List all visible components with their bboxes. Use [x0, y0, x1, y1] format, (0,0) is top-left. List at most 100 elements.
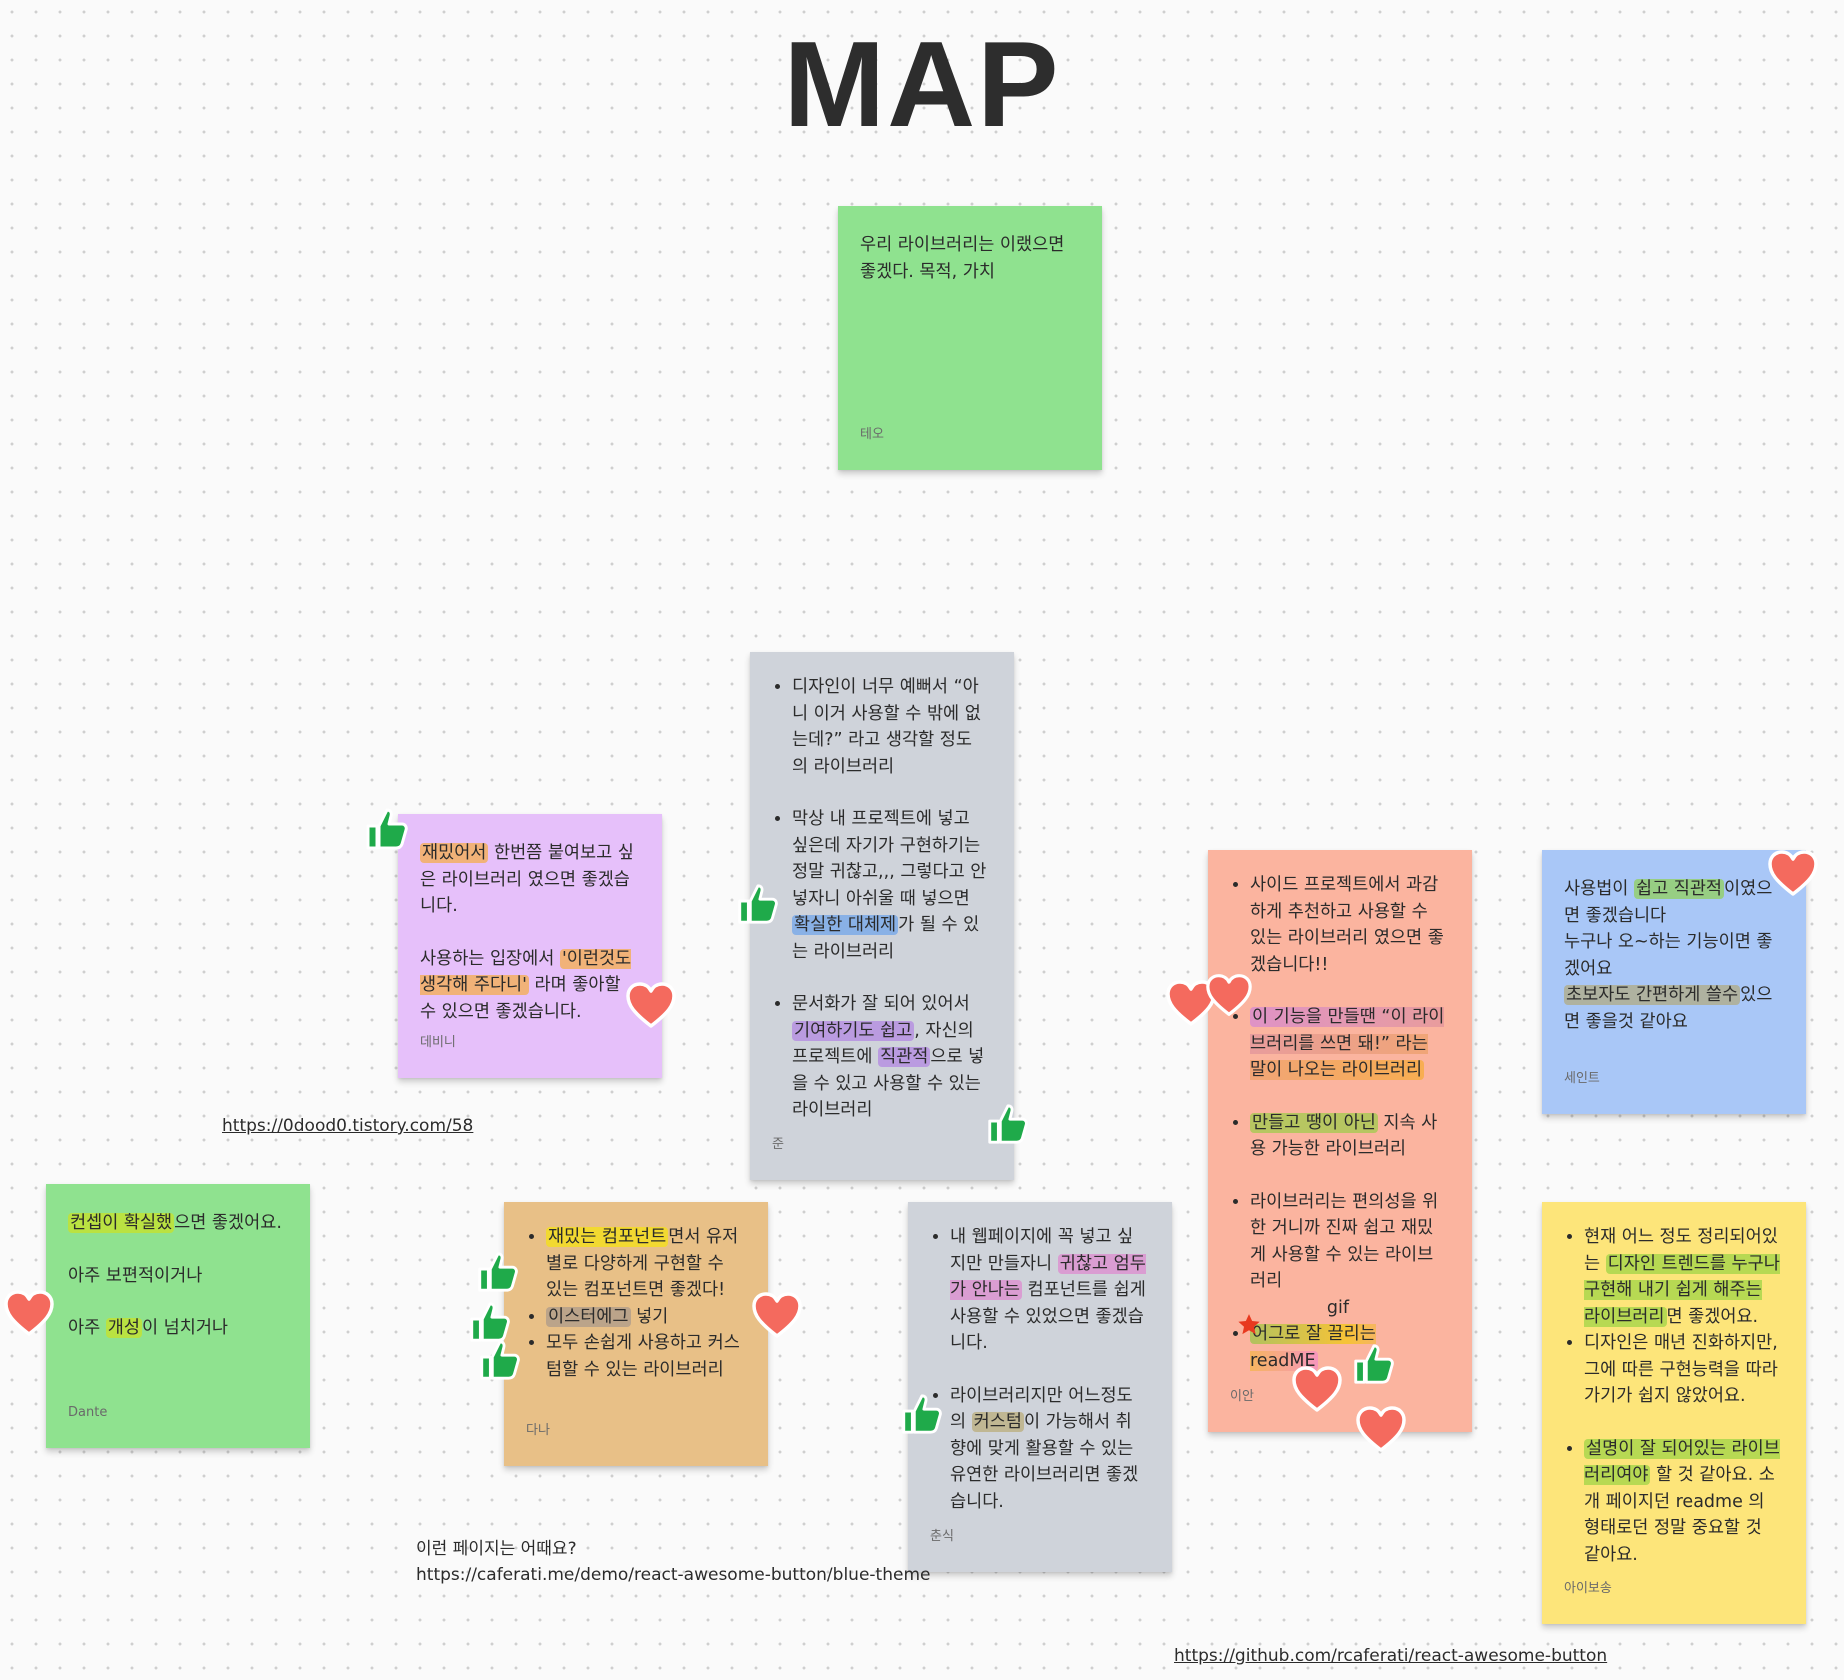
note-text: 으로 넣을 수 있고 사용할 수 있는 라이브러리: [792, 1047, 985, 1120]
note-text: 면서 유저별로 다양하게 구현할 수 있는 컴포넌트면 좋겠다!: [546, 1227, 739, 1300]
note-text: 사용하는 입장에서: [420, 948, 560, 969]
note-text: 할 것 같아요. 소개 페이지던 readme 의 형태로던 정말 중요할 것 …: [1584, 1465, 1775, 1565]
gif-label: gif: [1326, 1297, 1350, 1318]
note-text: 면 좋겠어요.: [1666, 1306, 1759, 1327]
note-text: 한번쯤 붙여보고 싶은 라이브러리 였으면 좋겠습니다.: [420, 843, 634, 916]
highlight: 재밌어서: [420, 843, 489, 863]
highlight: 이스터에그: [546, 1306, 631, 1327]
note-text: 막상 내 프로젝트에 넣고 싶은데 자기가 구현하기는 정말 귀찮고,,, 그렇…: [792, 809, 987, 909]
heart-icon: [624, 980, 678, 1030]
sticky-note-aibosong[interactable]: 현재 어느 정도 정리되어있는 디자인 트렌드를 누구나 구현해 내기 쉽게 해…: [1542, 1202, 1806, 1624]
thumbs-up-icon: [898, 1390, 944, 1436]
sticky-note-jun[interactable]: 디자인이 너무 예뻐서 “아니 이거 사용할 수 밖에 없는데?” 라고 생각할…: [750, 652, 1014, 1180]
note-text: 사용법이: [1564, 879, 1634, 899]
note-text: 라이브러리지만 어느정도의: [950, 1385, 1133, 1433]
thumbs-up-icon: [466, 1298, 512, 1344]
note-text: 있으면 좋을것 같아요: [1564, 985, 1773, 1032]
list-item: 디자인이 너무 예뻐서 “아니 이거 사용할 수 밖에 없는데?” 라고 생각할…: [792, 674, 988, 780]
sticky-note-teo[interactable]: 우리 라이브러리는 이랬으면 좋겠다. 목적, 가치 테오: [838, 206, 1102, 470]
thumbs-up-icon: [362, 804, 410, 852]
list-item: 만들고 땡이 아닌 지속 사용 가능한 라이브러리: [1250, 1110, 1446, 1163]
list-item: 내 웹페이지에 꼭 넣고 싶지만 만들자니 귀찮고 엄두가 안나는 컴포넌트를 …: [950, 1224, 1146, 1357]
github-link[interactable]: https://github.com/rcaferati/react-aweso…: [1174, 1646, 1608, 1666]
note-list: 내 웹페이지에 꼭 넣고 싶지만 만들자니 귀찮고 엄두가 안나는 컴포넌트를 …: [930, 1224, 1146, 1515]
note-text: 으면 좋겠어요.: [174, 1213, 282, 1233]
sticky-note-chunsik[interactable]: 내 웹페이지에 꼭 넣고 싶지만 만들자니 귀찮고 엄두가 안나는 컴포넌트를 …: [908, 1202, 1172, 1572]
note-author: 다나: [526, 1422, 550, 1438]
sticky-note-ian[interactable]: 사이드 프로젝트에서 과감하게 추천하고 사용할 수 있는 라이브러리 였으면 …: [1208, 850, 1472, 1432]
note-author: 세인트: [1564, 1070, 1600, 1086]
heart-icon: [1204, 972, 1254, 1018]
caferati-question: 이런 페이지는 어때요?: [416, 1539, 577, 1559]
list-item: 디자인은 매년 진화하지만, 그에 따른 구현능력을 따라가기가 쉽지 않았어요…: [1584, 1330, 1780, 1410]
highlight: 초보자도 간편하게 쓸수: [1564, 985, 1741, 1005]
list-item: 모두 손쉽게 사용하고 커스텀할 수 있는 라이브러리: [546, 1330, 742, 1383]
note-author: Dante: [68, 1404, 108, 1420]
note-text: 이 가능해서 취향에 맞게 활용할 수 있는 유연한 라이브러리면 좋겠습니다.: [950, 1412, 1139, 1512]
list-item: 사이드 프로젝트에서 과감하게 추천하고 사용할 수 있는 라이브러리 였으면 …: [1250, 872, 1446, 978]
note-text: 가 될 수 있는 라이브러리: [792, 915, 980, 962]
list-item: 현재 어느 정도 정리되어있는 디자인 트렌드를 누구나 구현해 내기 쉽게 해…: [1584, 1224, 1780, 1330]
list-item: 이스터에그 넣기: [546, 1304, 742, 1331]
list-item: 설명이 잘 되어있는 라이브러리여야 할 것 같아요. 소개 페이지던 read…: [1584, 1436, 1780, 1569]
highlight: 컨셉이 확실했: [68, 1213, 175, 1233]
note-text: , 자신의 프로젝트에: [792, 1020, 974, 1068]
highlight: 확실한 대체제: [792, 915, 899, 935]
highlight: 만들고 땡이 아닌: [1250, 1112, 1378, 1133]
highlight: 이 기능을 만들땐 “이 라이브러리를 쓰면 돼!” 라는 말이 나오는 라이브…: [1250, 1007, 1445, 1080]
note-author: 춘식: [930, 1528, 954, 1544]
note-text: 내 웹페이지에 꼭 넣고 싶지만 만들자니: [950, 1227, 1134, 1274]
note-paragraph: 재밌어서 한번쯤 붙여보고 싶은 라이브러리 였으면 좋겠습니다.: [420, 840, 636, 920]
board-title: MAP: [783, 16, 1061, 152]
note-text: 넣기: [630, 1306, 669, 1327]
list-item: 막상 내 프로젝트에 넣고 싶은데 자기가 구현하기는 정말 귀찮고,,, 그렇…: [792, 806, 988, 965]
thumbs-up-icon: [1350, 1340, 1396, 1386]
heart-icon: [1766, 848, 1820, 898]
note-text: 라며 좋아할 수 있으면 좋겠습니다.: [420, 975, 621, 1022]
thumbs-up-icon: [476, 1336, 522, 1382]
note-list: 디자인이 너무 예뻐서 “아니 이거 사용할 수 밖에 없는데?” 라고 생각할…: [772, 674, 988, 1124]
highlight: 기여하기도 쉽고: [792, 1020, 915, 1041]
list-item: 라이브러리는 편의성을 위한 거니까 진짜 쉽고 재밌게 사용할 수 있는 라이…: [1250, 1189, 1446, 1295]
note-text: 이였으면 좋겠습니다: [1564, 879, 1773, 926]
heart-icon: [1290, 1364, 1344, 1414]
note-text: 현재 어느 정도 정리되어있는: [1584, 1227, 1778, 1274]
note-author: 데비니: [420, 1034, 456, 1050]
note-paragraph: 사용하는 입장에서 '이런것도 생각해 주다니' 라며 좋아할 수 있으면 좋겠…: [420, 946, 636, 1026]
list-item: 문서화가 잘 되어 있어서 기여하기도 쉽고, 자신의 프로젝트에 직관적으로 …: [792, 991, 988, 1124]
list-item: 어그로 잘 끌리는 readME: [1250, 1321, 1446, 1374]
heart-icon: [2, 1288, 56, 1338]
tistory-link[interactable]: https://0dood0.tistory.com/58: [222, 1116, 474, 1136]
note-text: 지속 사용 가능한 라이브러리: [1250, 1112, 1438, 1160]
note-author: 아이보송: [1564, 1580, 1612, 1596]
note-list: 현재 어느 정도 정리되어있는 디자인 트렌드를 누구나 구현해 내기 쉽게 해…: [1564, 1224, 1780, 1568]
highlight: 쉽고 직관적: [1633, 879, 1725, 899]
caferati-link[interactable]: https://caferati.me/demo/react-awesome-b…: [416, 1565, 931, 1585]
note-text: 아주 보편적이거나: [68, 1265, 203, 1286]
heart-icon: [750, 1290, 804, 1340]
note-list: 사이드 프로젝트에서 과감하게 추천하고 사용할 수 있는 라이브러리 였으면 …: [1230, 872, 1446, 1295]
highlight: 커스텀: [971, 1412, 1024, 1432]
note-text: 이 넘치거나: [141, 1318, 229, 1338]
highlight: 개성: [105, 1318, 142, 1338]
list-item: 이 기능을 만들땐 “이 라이브러리를 쓰면 돼!” 라는 말이 나오는 라이브…: [1250, 1004, 1446, 1084]
note-text: 컴포넌트를 쉽게 사용할 수 있었으면 좋겠습니다.: [950, 1280, 1146, 1353]
highlight: 직관적: [878, 1047, 931, 1067]
highlight: 재밌는 컴포넌트: [546, 1227, 669, 1247]
note-text: 문서화가 잘 되어 있어서: [792, 994, 970, 1014]
sticky-note-debini[interactable]: 재밌어서 한번쯤 붙여보고 싶은 라이브러리 였으면 좋겠습니다. 사용하는 입…: [398, 814, 662, 1078]
note-author: 준: [772, 1136, 784, 1152]
note-author: 이안: [1230, 1388, 1254, 1404]
caferati-caption: 이런 페이지는 어때요? https://caferati.me/demo/re…: [416, 1536, 930, 1588]
note-author: 테오: [860, 426, 884, 442]
